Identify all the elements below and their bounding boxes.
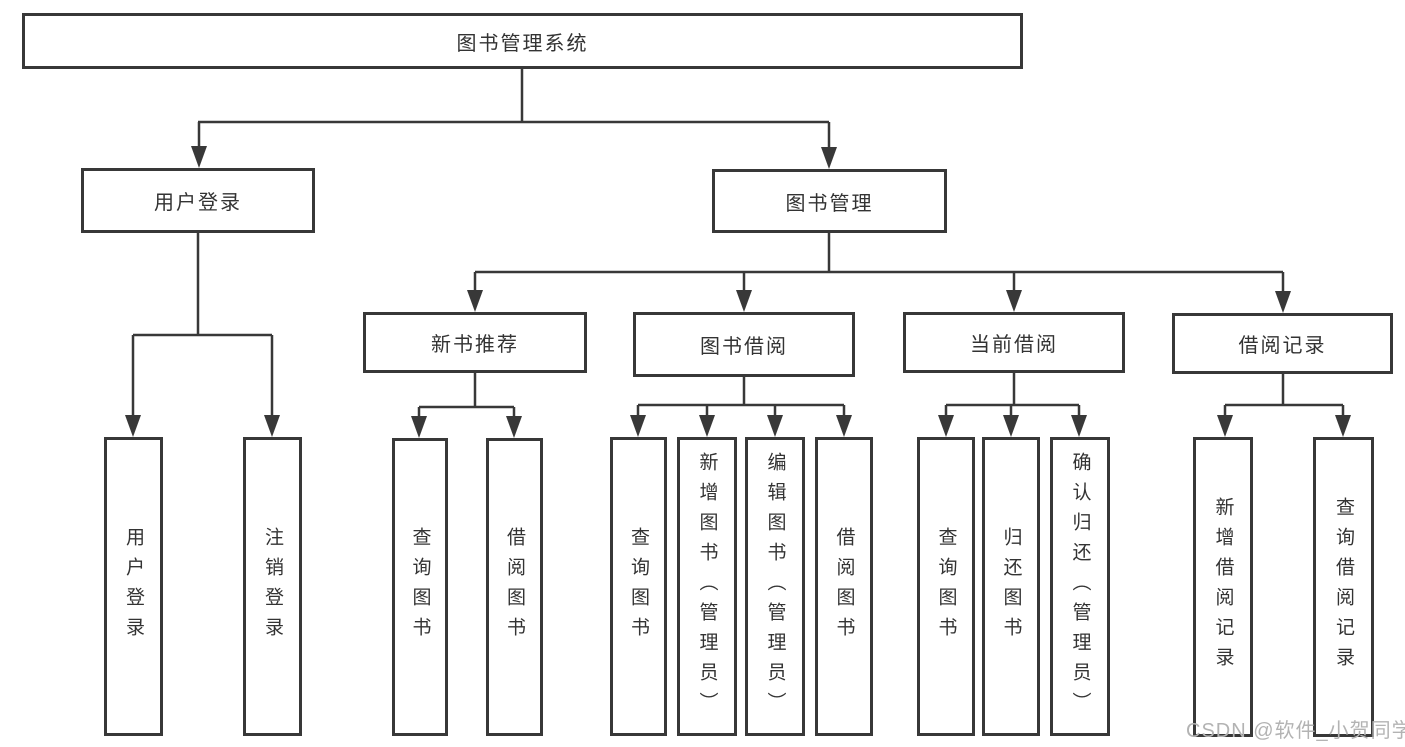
node-label: 借阅图书 — [504, 527, 525, 647]
node-logout-leaf: 注销登录 — [243, 437, 302, 736]
node-query-books-borrowing: 查询图书 — [610, 437, 667, 736]
node-label: 注销登录 — [262, 526, 283, 647]
node-label: 图书管理 — [785, 192, 874, 215]
node-add-borrow-record: 新增借阅记录 — [1193, 437, 1253, 737]
node-label: 用户登录 — [123, 526, 144, 647]
node-label: 查询图书 — [628, 526, 649, 647]
node-label: 借阅图书 — [833, 526, 855, 647]
node-label: 确认归还（管理员） — [1069, 451, 1091, 722]
node-edit-books-admin: 编辑图书（管理员） — [745, 437, 805, 736]
node-query-books-recommend: 查询图书 — [392, 438, 448, 736]
node-label: 新书推荐 — [431, 334, 519, 356]
node-borrowing-records: 借阅记录 — [1172, 313, 1393, 374]
node-new-book-recommend: 新书推荐 — [363, 312, 587, 373]
node-label: 图书管理系统 — [456, 32, 589, 55]
node-label: 查询图书 — [409, 527, 431, 647]
node-return-books: 归还图书 — [982, 437, 1040, 736]
node-borrow-books-leaf: 借阅图书 — [815, 437, 873, 736]
node-label: 用户登录 — [154, 192, 242, 214]
node-confirm-return-admin: 确认归还（管理员） — [1050, 437, 1110, 736]
node-add-books-admin: 新增图书（管理员） — [677, 437, 737, 736]
node-label: 查询图书 — [935, 526, 957, 647]
node-label: 借阅记录 — [1238, 335, 1327, 357]
node-book-borrowing: 图书借阅 — [633, 312, 855, 377]
node-login-leaf: 用户登录 — [104, 437, 163, 736]
node-label: 编辑图书（管理员） — [764, 451, 786, 722]
node-user-login: 用户登录 — [81, 168, 315, 233]
node-label: 新增借阅记录 — [1212, 497, 1234, 677]
node-borrow-books-recommend: 借阅图书 — [486, 438, 543, 736]
node-label: 查询借阅记录 — [1333, 497, 1354, 677]
node-book-management-system: 图书管理系统 — [22, 13, 1023, 69]
node-label: 当前借阅 — [970, 334, 1058, 356]
node-label: 图书借阅 — [700, 336, 788, 358]
node-book-management: 图书管理 — [712, 169, 947, 233]
node-label: 归还图书 — [1000, 526, 1022, 647]
node-current-borrowing: 当前借阅 — [903, 312, 1125, 373]
node-query-borrow-record: 查询借阅记录 — [1313, 437, 1374, 737]
csdn-watermark: CSDN @软件_小贺同学 — [1186, 720, 1405, 742]
node-query-books-current: 查询图书 — [917, 437, 975, 736]
node-label: 新增图书（管理员） — [696, 451, 718, 722]
